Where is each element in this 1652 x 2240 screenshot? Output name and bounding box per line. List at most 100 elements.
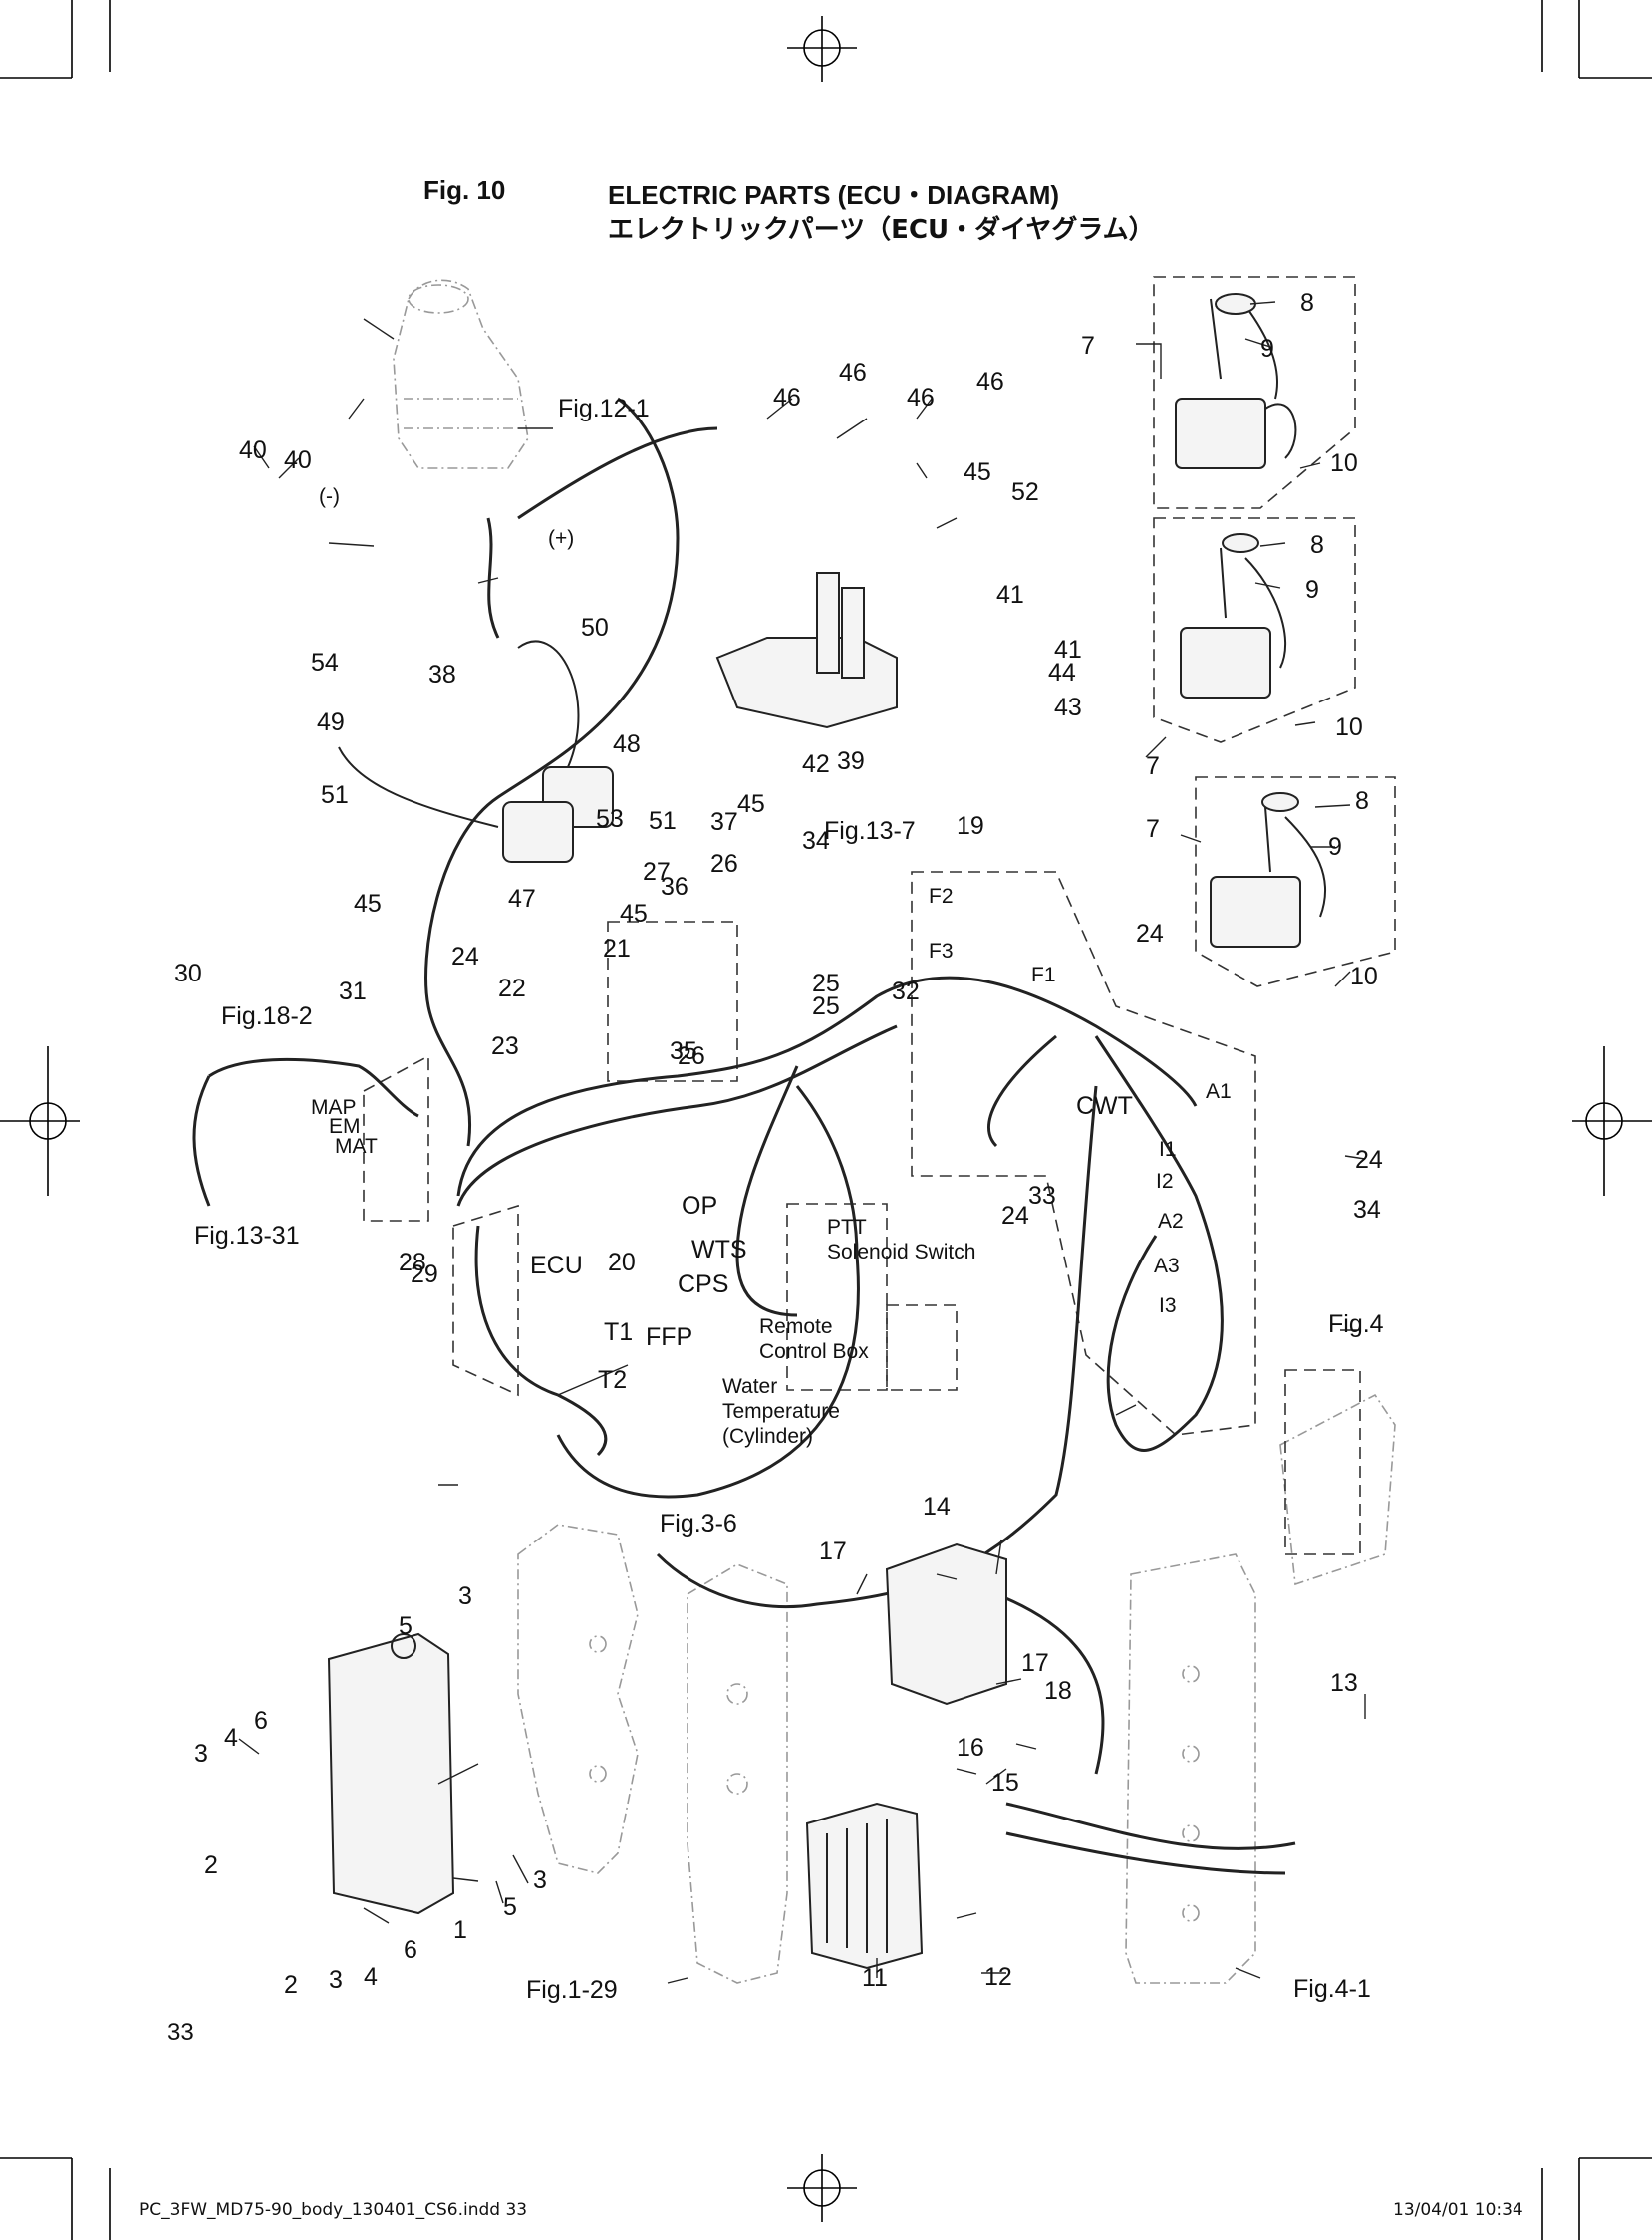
callout-label: 32 [892, 978, 920, 1005]
callout-label: 36 [661, 873, 688, 901]
fig-ref-4: Fig.4 [1328, 1310, 1384, 1338]
callout-label: 6 [254, 1707, 268, 1735]
callout-label: 8 [1300, 289, 1314, 317]
callout-label: 24 [1355, 1146, 1383, 1174]
descriptions: PTT Solenoid Switch Remote Control Box W… [722, 1216, 975, 1448]
callout-label: 2 [284, 1971, 298, 1999]
callout-label: 10 [1330, 449, 1358, 477]
engine-block-ghost [517, 1393, 1396, 1984]
callout-label: 46 [907, 384, 935, 412]
callout-label: 37 [710, 808, 738, 836]
callout-label: 41 [1054, 636, 1082, 664]
callout-label: 9 [1260, 335, 1274, 363]
callout-label: 28 [399, 1249, 426, 1276]
label-wts: WTS [691, 1236, 747, 1263]
label-mat: MAT [335, 1135, 378, 1158]
callout-label: 39 [837, 747, 865, 775]
ignition-coil-3 [1210, 792, 1327, 948]
callout-label: 23 [491, 1032, 519, 1060]
ignition-coil-1 [1175, 293, 1297, 469]
callout-label: 45 [354, 890, 382, 918]
fig-ref-4-1: Fig.4-1 [1293, 1975, 1371, 2003]
callout-label: 8 [1355, 787, 1369, 815]
label-map: MAP [311, 1096, 357, 1119]
callout-label: 15 [991, 1769, 1019, 1797]
callout-label: 46 [773, 384, 801, 412]
callout-label: 3 [458, 1582, 472, 1610]
callout-label: 34 [1353, 1196, 1381, 1224]
label-op: OP [682, 1192, 717, 1220]
callout-label: 6 [404, 1936, 417, 1964]
ptt-label-line1: PTT [827, 1216, 867, 1239]
label-cwt: CWT [1076, 1092, 1133, 1120]
fig-ref-3-6: Fig.3-6 [660, 1510, 737, 1538]
callout-label: 21 [603, 935, 631, 963]
figure-number: Fig. 10 [423, 175, 506, 205]
callout-label: 26 [678, 1042, 705, 1070]
grouping-lines [363, 276, 1396, 1555]
water-label-line3: (Cylinder) [722, 1425, 813, 1448]
callout-label: 46 [839, 359, 867, 387]
label-f2: F2 [929, 885, 954, 908]
callout-label: 40 [239, 436, 267, 464]
fig-ref-1-29: Fig.1-29 [526, 1976, 618, 2004]
callout-label: 10 [1335, 713, 1363, 741]
callout-label: 51 [649, 807, 677, 835]
callout-label: 9 [1328, 833, 1342, 861]
callout-label: 54 [311, 649, 339, 677]
callout-label: 12 [984, 1963, 1012, 1991]
starter-motor-ghost [393, 279, 529, 469]
callout-label: 4 [224, 1724, 238, 1752]
callout-label: 13 [1330, 1669, 1358, 1697]
callout-label: 8 [1310, 531, 1324, 559]
callout-label: 24 [1136, 920, 1164, 948]
label-i2: I2 [1156, 1170, 1174, 1193]
callout-label: 19 [957, 812, 984, 840]
callout-label: 53 [596, 805, 624, 833]
label-em: EM [329, 1115, 361, 1138]
figure-title-japanese: エレクトリックパーツ（ECU・ダイヤグラム） [608, 215, 1155, 245]
fig-ref-18-2: Fig.18-2 [221, 1002, 313, 1030]
fuse-box [885, 1542, 1007, 1706]
callout-label: 29 [411, 1260, 438, 1288]
callout-label: 47 [508, 885, 536, 913]
ecu-unit [327, 1632, 455, 1915]
callout-label: 9 [1305, 576, 1319, 604]
relay-assembly [338, 640, 614, 863]
label-ecu: ECU [530, 1252, 583, 1279]
part-number-callouts: 1 2 2 3 3 3 3 4 4 5 5 6 6 7 7 7 8 8 8 9 … [174, 289, 1383, 1999]
figure-title-english: ELECTRIC PARTS (ECU・DIAGRAM) [608, 180, 1060, 210]
callout-label: 7 [1146, 815, 1160, 843]
callout-label: 24 [1001, 1202, 1029, 1230]
callout-label: 45 [737, 790, 765, 818]
callout-label: 30 [174, 960, 202, 987]
label-i1: I1 [1159, 1138, 1177, 1161]
fig-ref-13-7: Fig.13-7 [824, 817, 916, 845]
callout-label: 3 [533, 1866, 547, 1894]
callout-label: 24 [451, 943, 479, 971]
callout-label: 46 [976, 368, 1004, 396]
fig-ref-13-31: Fig.13-31 [194, 1222, 300, 1250]
callout-label: 3 [194, 1740, 208, 1768]
page-number: 33 [167, 2019, 194, 2046]
wire-harness [192, 397, 1296, 1875]
callout-label: 17 [1021, 1649, 1049, 1677]
callout-label: 51 [321, 781, 349, 809]
callout-label: 41 [996, 581, 1024, 609]
leader-lines [238, 301, 1366, 1984]
label-t2: T2 [598, 1366, 627, 1394]
callout-label: 40 [284, 446, 312, 474]
callout-label: 14 [923, 1493, 951, 1521]
callout-label: 48 [613, 730, 641, 758]
callout-label: 11 [862, 1964, 888, 1992]
callout-label: 20 [608, 1249, 636, 1276]
label-i3: I3 [1159, 1294, 1177, 1317]
label-t1: T1 [604, 1318, 633, 1346]
callout-label: 35 [670, 1037, 697, 1065]
ptt-label-line2: Solenoid Switch [827, 1241, 975, 1263]
callout-label: 1 [453, 1916, 467, 1944]
callout-label: 31 [339, 978, 367, 1005]
callout-label: 7 [1146, 752, 1160, 780]
